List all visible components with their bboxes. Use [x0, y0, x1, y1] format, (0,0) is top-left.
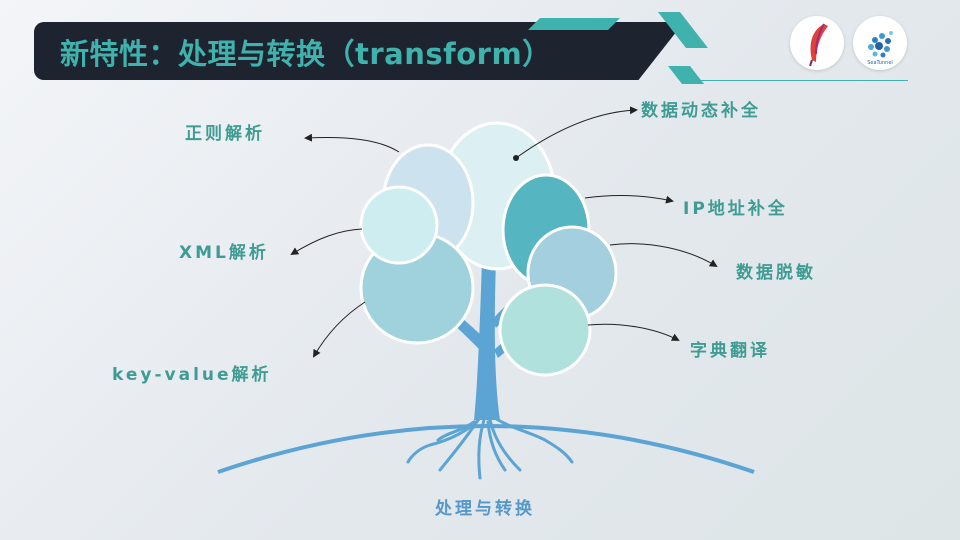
label-kv: key-value解析 [112, 365, 272, 385]
arrow-regex [304, 133, 400, 153]
arrow-dict [587, 323, 680, 341]
label-dict-translate: 字典翻译 [690, 341, 770, 361]
label-data-complete: 数据动态补全 [641, 101, 761, 121]
page-title: 新特性：处理与转换（transform） [60, 37, 552, 71]
tree-roots [406, 416, 574, 480]
label-masking: 数据脱敏 [736, 263, 816, 283]
apache-feather-icon [809, 23, 828, 67]
seatunnel-logo-text: SeaTunnel [867, 60, 893, 66]
tree-crown [359, 121, 618, 377]
label-ip-complete: IP地址补全 [683, 199, 788, 219]
apache-feather-logo [790, 16, 844, 70]
arrow-kv [312, 301, 366, 358]
label-arrows [290, 106, 718, 358]
seatunnel-logo: SeaTunnel [853, 16, 907, 70]
crown-circle [498, 283, 592, 377]
arrow-xml [290, 228, 363, 256]
arrow-masking [609, 243, 718, 268]
label-xml: XML解析 [179, 243, 269, 263]
title-bar [34, 22, 684, 80]
arrow-ip-complete [584, 195, 674, 204]
ground-arc [217, 424, 755, 474]
crown-circle [359, 185, 439, 265]
arrow-data-complete [515, 106, 638, 159]
bottom-label: 处理与转换 [435, 499, 535, 519]
header-underline [700, 80, 908, 81]
seatunnel-icon [868, 31, 893, 58]
title-decoration [528, 12, 708, 84]
label-regex: 正则解析 [185, 124, 265, 144]
